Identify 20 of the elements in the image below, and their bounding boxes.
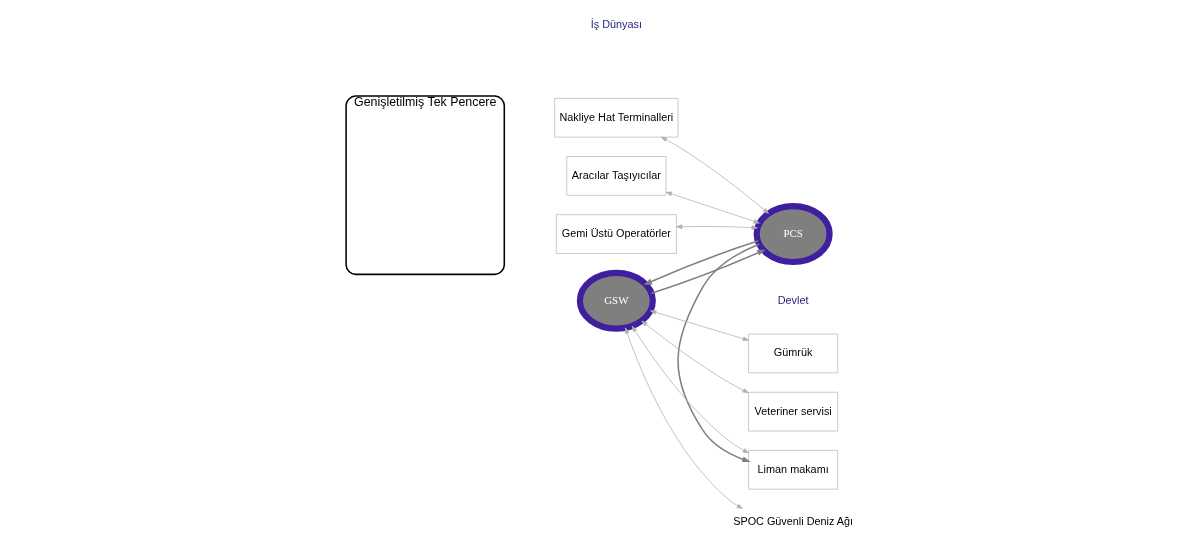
arrow	[660, 136, 769, 214]
arrow	[676, 243, 760, 463]
node-box: Nakliye Hat Terminalleri	[553, 97, 678, 138]
arrow	[649, 310, 749, 341]
arrow	[643, 240, 759, 286]
node-box: Genişletilmiş Tek Pencere	[344, 95, 505, 276]
node-text: SPOC Güvenli Deniz Ağı	[732, 515, 853, 528]
arrow	[640, 320, 749, 394]
node-box: Aracılar Taşıyıcılar	[565, 156, 666, 196]
label: İş Dünyası	[590, 18, 642, 31]
label: Devlet	[777, 293, 809, 306]
node-box: Gemi Üstü Operatörler	[555, 214, 677, 254]
arrow	[650, 249, 766, 295]
arrow	[624, 327, 743, 509]
arrow	[675, 224, 758, 230]
node-box: Liman makamı	[747, 450, 838, 490]
node-box: Gümrük	[747, 333, 838, 374]
node-box: Veteriner servisi	[747, 391, 838, 432]
arrow	[631, 325, 749, 454]
arrow	[665, 191, 760, 224]
